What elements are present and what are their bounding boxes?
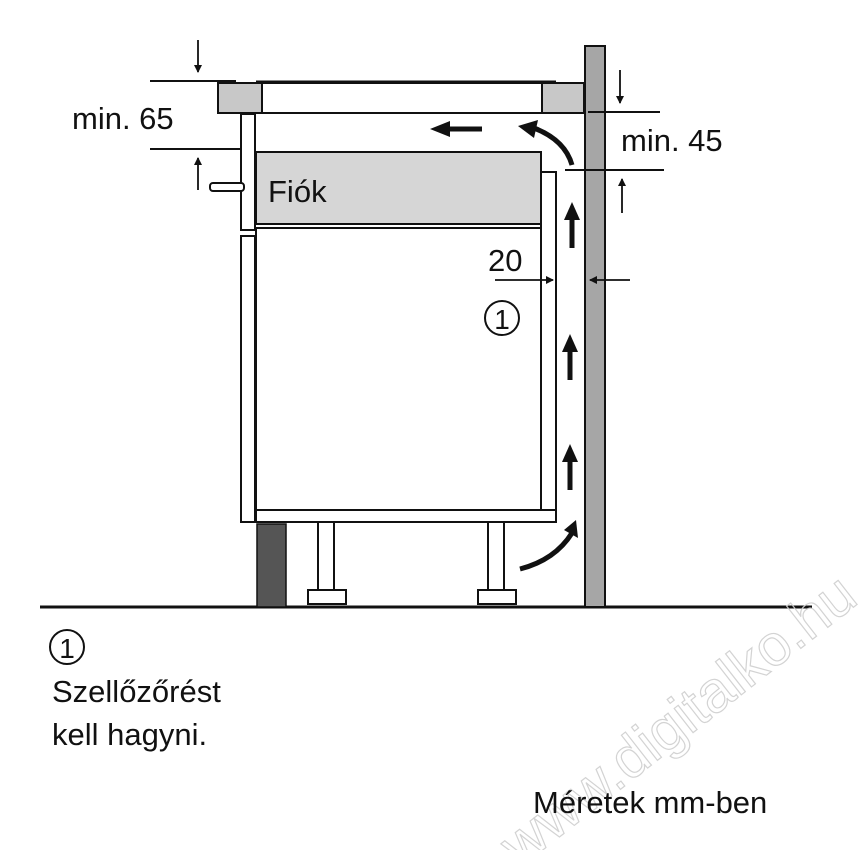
cabinet-front-upper — [240, 113, 256, 231]
airflow-arrow-top-curve — [533, 125, 575, 166]
cabinet-body — [255, 227, 542, 511]
dimension-label-20: 20 — [488, 243, 522, 278]
drawer-handle — [209, 182, 245, 192]
airflow-arrow-bottom-curve — [519, 531, 575, 572]
dimension-min-45 — [565, 70, 664, 213]
svg-text:1: 1 — [494, 304, 510, 335]
drawer-label: Fiók — [268, 174, 327, 209]
dimension-min-65 — [150, 40, 240, 190]
cabinet-leg-left — [307, 521, 347, 605]
legend-line-2: kell hagyni. — [52, 717, 207, 752]
dimension-label-min-65: min. 65 — [72, 101, 174, 136]
legend-line-1: Szellőzőrést — [52, 674, 221, 709]
cabinet-back-panel — [540, 171, 557, 513]
ventilation-gap-marker: 1 — [484, 300, 520, 336]
dimension-label-min-45: min. 45 — [621, 123, 723, 158]
cabinet-front-lower — [240, 235, 256, 523]
legend-marker: 1 — [49, 629, 85, 665]
cabinet-leg-right — [477, 521, 517, 605]
wall — [584, 45, 606, 608]
airflow-arrows — [430, 120, 580, 572]
units-note: Méretek mm-ben — [533, 785, 767, 820]
countertop-left-end — [217, 82, 263, 114]
plinth — [256, 523, 287, 608]
cabinet-bottom — [255, 509, 557, 523]
svg-text:1: 1 — [59, 633, 75, 664]
drawer — [255, 151, 542, 225]
countertop — [217, 80, 585, 114]
countertop-right-end — [541, 82, 585, 114]
